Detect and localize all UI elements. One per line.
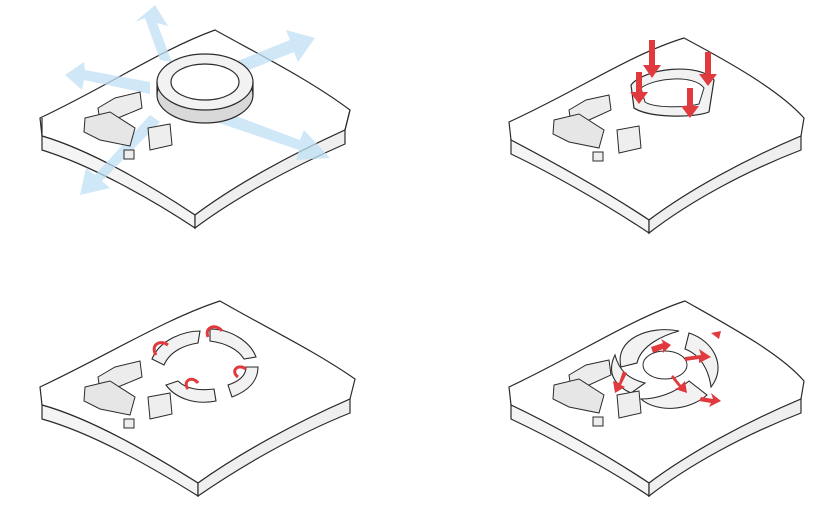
outward-arrows [613, 331, 721, 407]
outward-arrow-icon [671, 375, 687, 393]
outward-arrow-icon [613, 371, 627, 393]
wide-arrow-icon [65, 62, 150, 94]
wide-arrow-icon [80, 115, 160, 195]
down-arrow-icon [681, 88, 699, 118]
rotate-arrow-icon [233, 365, 247, 379]
site-plate [508, 300, 805, 498]
step-2-drawing [508, 37, 805, 235]
step-3-drawing [39, 300, 356, 498]
outward-arrow-icon [685, 349, 711, 363]
existing-buildings [83, 360, 173, 429]
existing-buildings [552, 359, 642, 427]
step-panel-2 [409, 0, 817, 259]
down-arrows [630, 40, 717, 118]
wide-arrow-icon [135, 5, 172, 62]
outward-arrow-icon [651, 339, 671, 353]
step-panel-3 [0, 259, 408, 518]
rotate-arrow-icon [205, 325, 224, 338]
rotate-arrow-icon [184, 377, 200, 390]
down-arrow-icon [643, 40, 661, 78]
outward-arrow-icon [711, 331, 721, 339]
existing-buildings [83, 91, 173, 160]
step-4-drawing [508, 300, 805, 498]
wide-arrow-icon [216, 110, 330, 160]
step-panel-1 [0, 0, 408, 259]
down-arrow-icon [699, 52, 717, 86]
outward-arrow-icon [699, 393, 721, 407]
step-1-drawing [39, 5, 351, 230]
rotate-arrow-icon [152, 341, 169, 356]
site-plate [508, 37, 805, 235]
rotation-arrows [152, 325, 247, 390]
step-panel-4 [409, 259, 817, 518]
existing-buildings [552, 94, 642, 162]
down-arrow-icon [630, 72, 648, 104]
split-ring-segments [151, 328, 259, 403]
ring-massing [156, 53, 254, 124]
